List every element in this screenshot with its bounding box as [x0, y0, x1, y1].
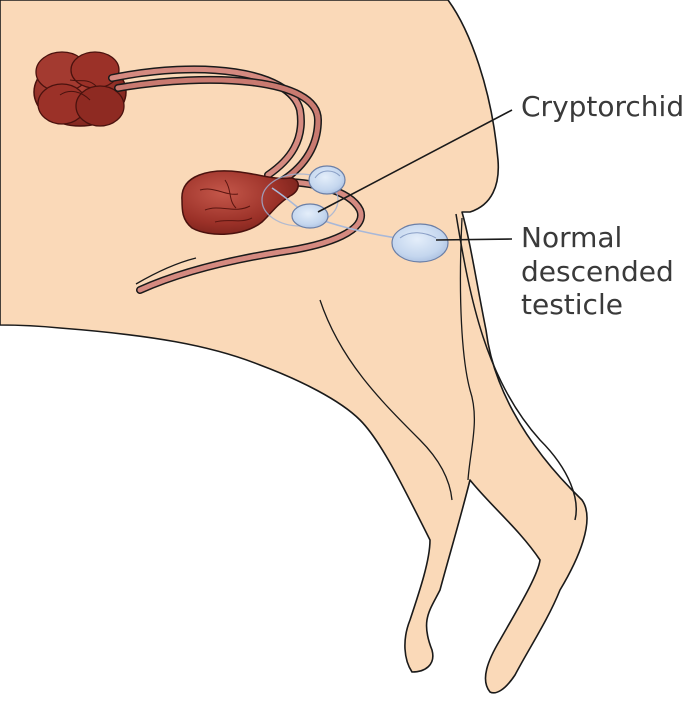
label-normal-line-3: testicle [521, 288, 623, 321]
cryptorchid-testicle-upper [309, 166, 345, 194]
label-cryptorchid: Cryptorchid [521, 90, 684, 123]
label-normal-line-1: Normal [521, 221, 622, 254]
kidney [34, 52, 126, 126]
normal-leader-line [436, 239, 512, 240]
cryptorchid-testicle-lower [292, 204, 328, 228]
normal-descended-testicle [392, 224, 448, 262]
label-normal-line-2: descended [521, 255, 674, 288]
